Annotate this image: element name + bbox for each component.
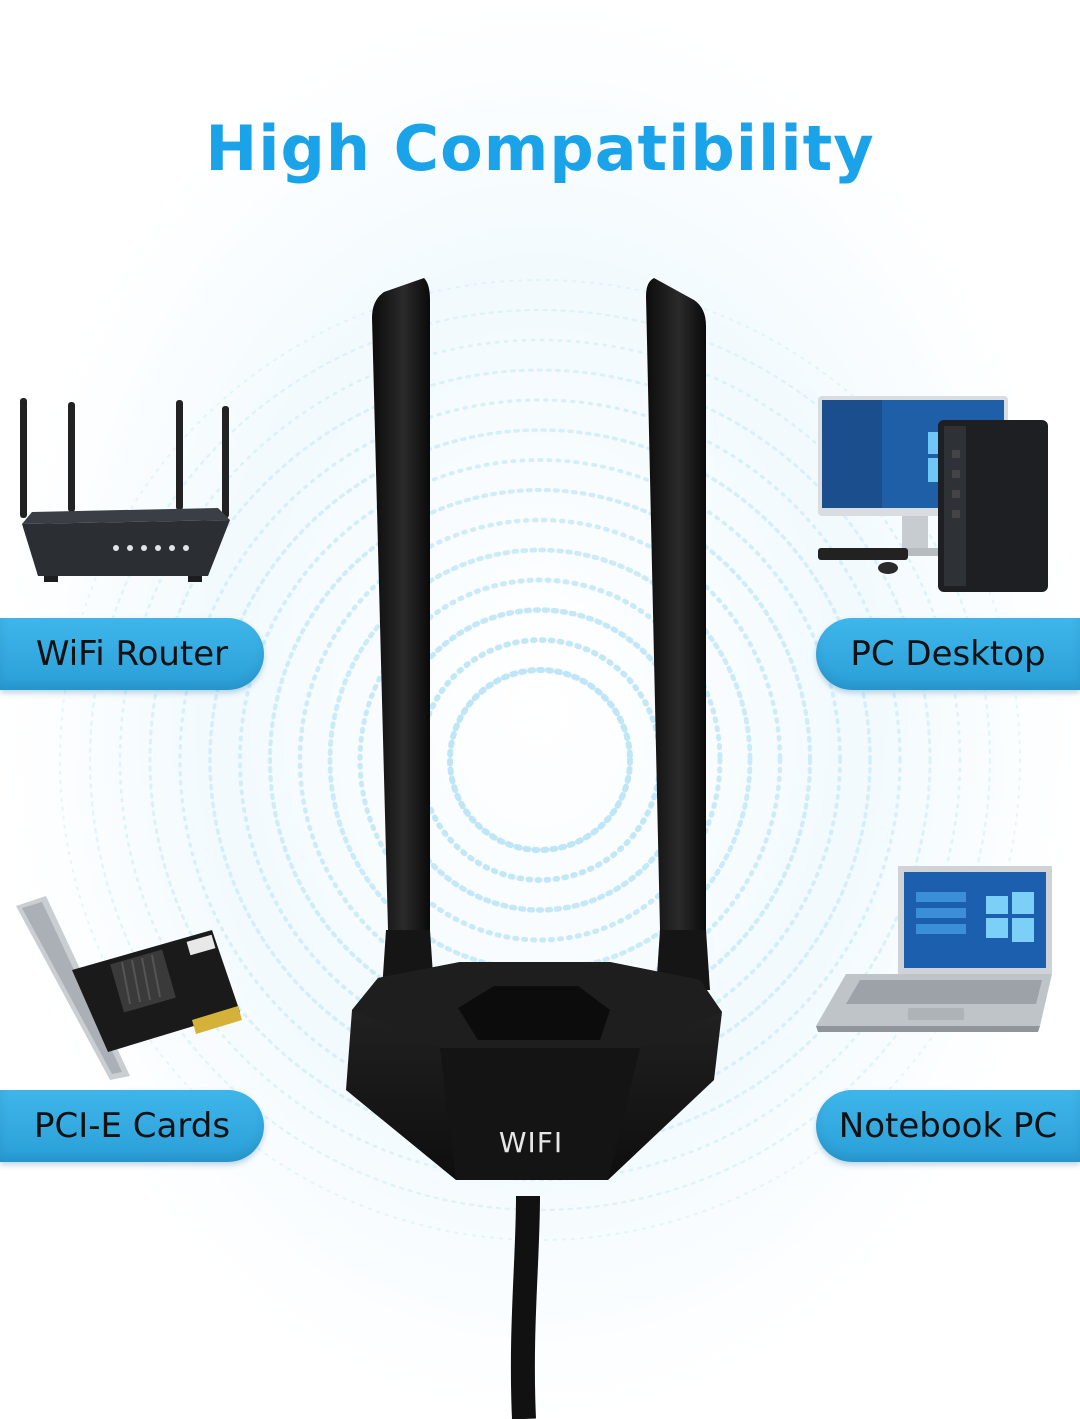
device-label-notebook-pc: Notebook PC <box>816 1090 1080 1162</box>
device-label-wifi-router: WiFi Router <box>0 618 264 690</box>
antenna-base <box>346 962 722 1180</box>
antenna-base-label: WIFI <box>498 1126 564 1159</box>
page-title: High Compatibility <box>205 112 875 185</box>
device-label-pcie-cards: PCI-E Cards <box>0 1090 264 1162</box>
right-antenna-rod <box>646 278 710 990</box>
background-ring <box>88 308 992 1212</box>
device-label-text: PCI-E Cards <box>33 1106 231 1146</box>
device-label-text: Notebook PC <box>838 1106 1058 1146</box>
background-ring <box>357 577 723 943</box>
pcie-card-icon <box>16 896 242 1080</box>
background-ring <box>178 398 902 1122</box>
router-icon <box>20 398 230 582</box>
background-ring <box>58 278 1022 1242</box>
desktop-pc-icon <box>818 396 1048 592</box>
device-label-text: PC Desktop <box>850 634 1046 674</box>
device-label-text: WiFi Router <box>35 634 229 674</box>
laptop-icon <box>816 866 1052 1032</box>
background-ring <box>208 428 872 1092</box>
left-antenna-rod <box>372 278 434 990</box>
background-ring <box>327 547 753 973</box>
background-ring <box>447 667 633 853</box>
device-label-pc-desktop: PC Desktop <box>816 618 1080 690</box>
